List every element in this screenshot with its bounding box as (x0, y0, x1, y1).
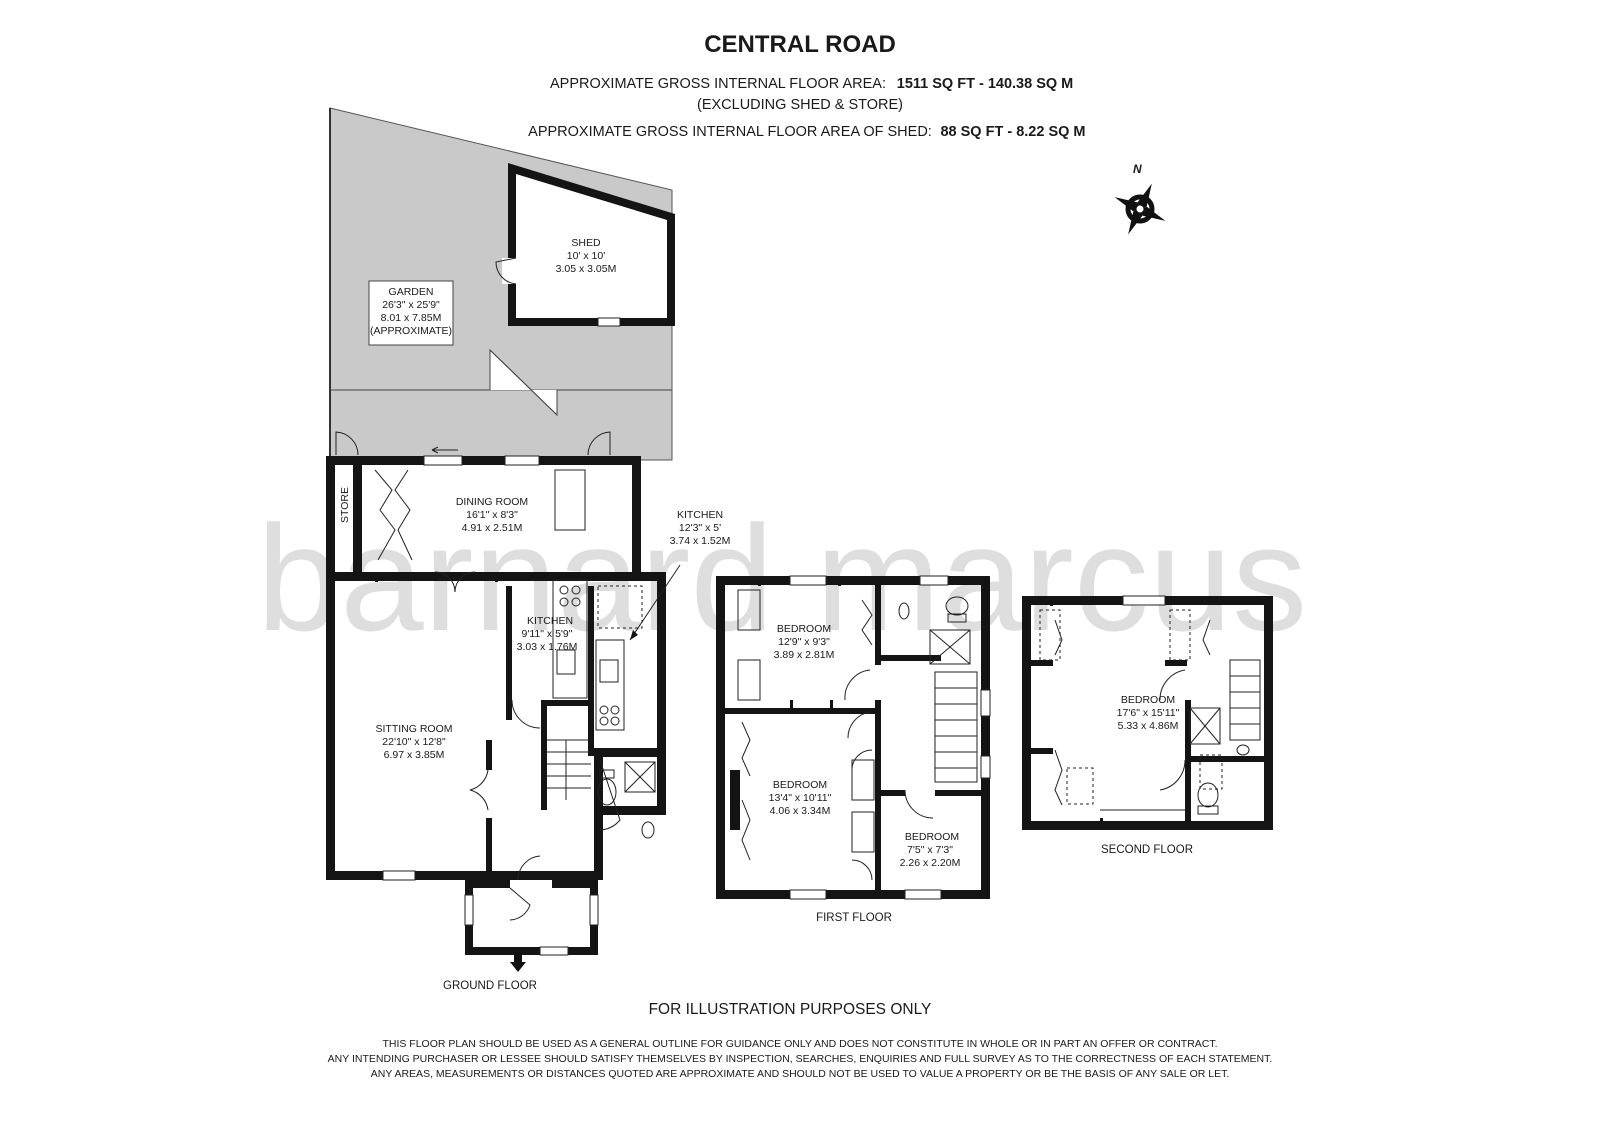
kitchen-ext-imperial: 12'3" x 5' (679, 522, 721, 534)
garden-note: (APPROXIMATE) (370, 325, 452, 337)
area-line-3-prefix: APPROXIMATE GROSS INTERNAL FLOOR AREA OF… (528, 124, 932, 140)
kitchen-imperial: 9'11" x 5'9" (522, 628, 573, 640)
bed-ff1-imperial: 12'9" x 9'3" (778, 636, 830, 648)
sitting-imperial: 22'10" x 12'8" (382, 736, 446, 748)
ground-floor-plan (326, 431, 681, 972)
area-line-3-value: 88 SQ FT - 8.22 SQ M (940, 124, 1085, 140)
area-line-2: (EXCLUDING SHED & STORE) (697, 97, 903, 113)
bed-sf-metric: 5.33 x 4.86M (1118, 720, 1179, 732)
first-floor-plan (716, 575, 991, 900)
area-line-1-value: 1511 SQ FT - 140.38 SQ M (897, 76, 1074, 92)
disclaimer-line-1: THIS FLOOR PLAN SHOULD BE USED AS A GENE… (382, 1038, 1217, 1050)
shed-name: SHED (571, 237, 601, 249)
bed-ff2-imperial: 13'4" x 10'11" (769, 792, 832, 804)
bed-ff1-name: BEDROOM (777, 623, 831, 635)
bed-ff3-imperial: 7'5" x 7'3" (907, 844, 953, 856)
kitchen-name: KITCHEN (527, 615, 573, 627)
disclaimer-line-3: ANY AREAS, MEASUREMENTS OR DISTANCES QUO… (371, 1068, 1230, 1080)
bed-ff3-metric: 2.26 x 2.20M (900, 857, 961, 869)
footer: FOR ILLUSTRATION PURPOSES ONLY THIS FLOO… (328, 1001, 1273, 1080)
illustration-note: FOR ILLUSTRATION PURPOSES ONLY (649, 1001, 932, 1018)
garden-name: GARDEN (389, 286, 434, 298)
dining-metric: 4.91 x 2.51M (462, 522, 523, 534)
shed-metric: 3.05 x 3.05M (556, 263, 617, 275)
shed: SHED 10' x 10' 3.05 x 3.05M (495, 163, 675, 327)
area-line-1-prefix: APPROXIMATE GROSS INTERNAL FLOOR AREA: (550, 76, 886, 92)
shed-imperial: 10' x 10' (567, 250, 605, 262)
second-floor-plan (1022, 595, 1273, 830)
garden-imperial: 26'3" x 25'9" (382, 299, 440, 311)
compass-north-label: N (1133, 162, 1142, 176)
garden-metric: 8.01 x 7.85M (381, 312, 442, 324)
page-title: CENTRAL ROAD (704, 31, 896, 58)
bed-ff2-name: BEDROOM (773, 779, 827, 791)
kitchen-ext-name: KITCHEN (677, 509, 723, 521)
bed-ff1-metric: 3.89 x 2.81M (774, 649, 835, 661)
bed-sf-name: BEDROOM (1121, 694, 1175, 706)
bed-ff3-name: BEDROOM (905, 831, 959, 843)
disclaimer-line-2: ANY INTENDING PURCHASER OR LESSEE SHOULD… (328, 1053, 1273, 1065)
compass-icon: N (1114, 162, 1166, 235)
store-label: STORE (339, 487, 351, 523)
dining-imperial: 16'1" x 8'3" (466, 509, 518, 521)
garden-label: GARDEN 26'3" x 25'9" 8.01 x 7.85M (APPRO… (368, 280, 454, 346)
sitting-metric: 6.97 x 3.85M (384, 749, 445, 761)
bed-ff2-metric: 4.06 x 3.34M (770, 805, 831, 817)
first-floor-label: FIRST FLOOR (816, 912, 892, 924)
kitchen-ext-metric: 3.74 x 1.52M (670, 535, 731, 547)
ground-floor-label: GROUND FLOOR (443, 980, 537, 992)
sitting-name: SITTING ROOM (376, 723, 453, 735)
bed-sf-imperial: 17'6" x 15'11" (1117, 707, 1180, 719)
kitchen-metric: 3.03 x 1.76M (517, 641, 578, 653)
header: CENTRAL ROAD APPROXIMATE GROSS INTERNAL … (528, 31, 1085, 140)
second-floor-label: SECOND FLOOR (1101, 844, 1193, 856)
dining-name: DINING ROOM (456, 496, 528, 508)
